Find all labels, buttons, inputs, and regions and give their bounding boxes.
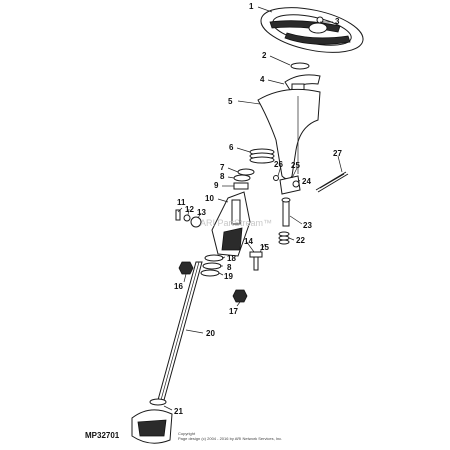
callout-8-lower: 8: [227, 263, 232, 272]
bushing-stack: [233, 168, 255, 190]
callout-24: 24: [302, 177, 311, 186]
callout-25: 25: [291, 161, 300, 170]
copyright-line-2: Page design (c) 2004 - 2016 by ARI Netwo…: [178, 436, 283, 441]
bolt-set-left: [175, 209, 202, 228]
callout-10: 10: [205, 194, 214, 203]
callout-9: 9: [214, 181, 219, 190]
callout-22: 22: [296, 236, 305, 245]
bolt-right: [249, 251, 263, 271]
callout-2: 2: [262, 51, 267, 60]
callout-18: 18: [227, 254, 236, 263]
callout-15: 15: [260, 243, 269, 252]
callout-19: 19: [224, 272, 233, 281]
callout-4: 4: [260, 75, 265, 84]
callout-21: 21: [174, 407, 183, 416]
callout-labels: 1 3 2 4 5 6 7 8 9 10 11 12 13 14 15 16 1…: [174, 2, 342, 416]
callout-16: 16: [174, 282, 183, 291]
steering-wheel: [260, 7, 364, 53]
spring: [249, 148, 275, 164]
callout-11: 11: [177, 198, 186, 207]
callout-17: 17: [229, 307, 238, 316]
callout-27: 27: [333, 149, 342, 158]
dash-cover: [257, 88, 321, 180]
leader-lines: [163, 6, 343, 411]
callout-20: 20: [206, 329, 215, 338]
callout-12: 12: [185, 205, 194, 214]
lower-washers: [200, 254, 224, 277]
pinion-gear: [131, 398, 173, 444]
callout-5: 5: [228, 97, 233, 106]
figure-id-label: MP32701: [85, 431, 120, 440]
clevis: [273, 175, 301, 195]
copyright-line-1: Copyright: [178, 431, 196, 436]
column-bracket: [211, 191, 251, 257]
callout-13: 13: [197, 208, 206, 217]
extension-spring: [315, 171, 349, 193]
spring-22: [278, 231, 290, 245]
watermark-text: ARI PartStream™: [200, 218, 273, 228]
callout-7: 7: [220, 163, 225, 172]
callout-8-upper: 8: [220, 172, 225, 181]
copyright-notice: Copyright Page design (c) 2004 - 2016 by…: [178, 431, 328, 441]
callout-6: 6: [229, 143, 234, 152]
pin-23: [281, 197, 291, 227]
callout-26: 26: [274, 160, 283, 169]
nut-17: [232, 289, 248, 303]
callout-1: 1: [249, 2, 254, 11]
callout-23: 23: [303, 221, 312, 230]
nut-16: [178, 261, 194, 275]
callout-14: 14: [244, 237, 253, 246]
callout-3: 3: [335, 17, 340, 26]
washer: [290, 62, 310, 70]
